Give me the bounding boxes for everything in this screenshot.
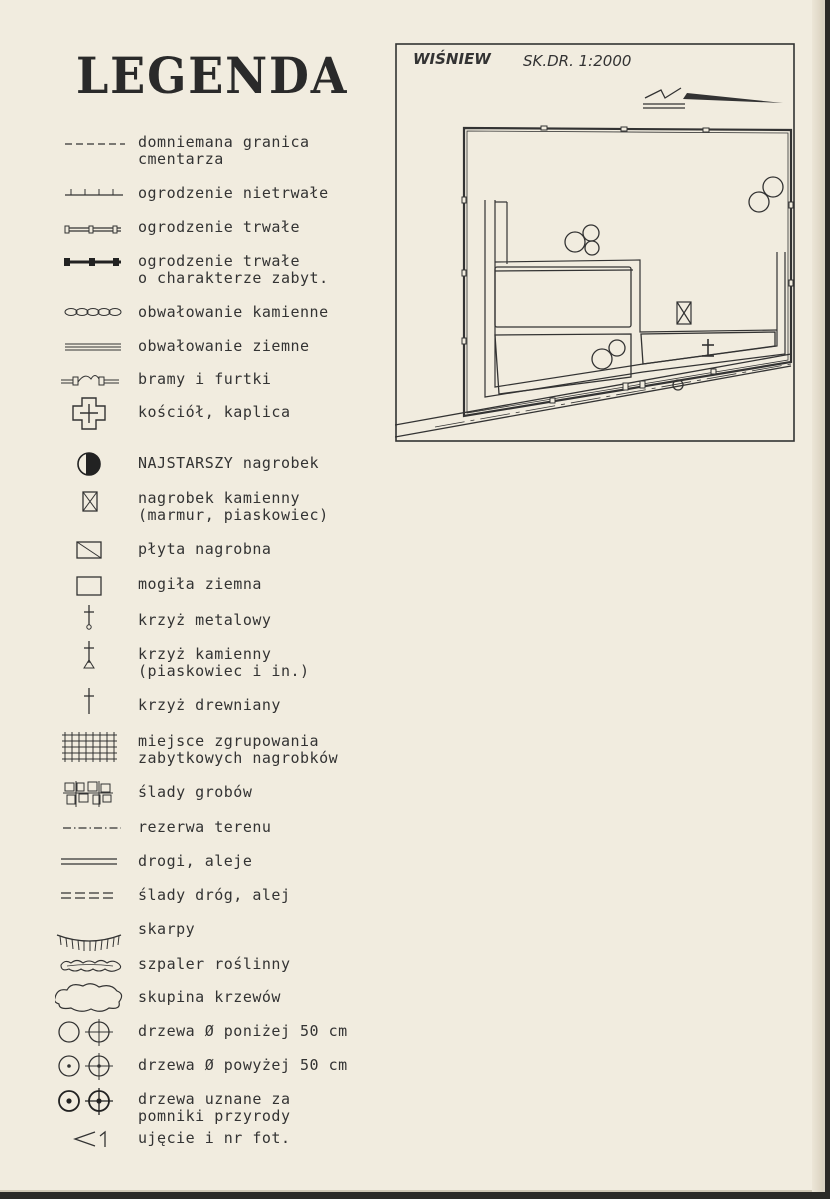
dashed-line-icon [65, 143, 125, 145]
grid-icon [62, 732, 117, 762]
legend-label: rezerwa terenu [138, 818, 272, 836]
large-tree-icon [58, 1053, 113, 1080]
legend-label: krzyż metalowy [138, 611, 272, 629]
legend-label: szpaler roślinny [138, 955, 291, 973]
half-filled-circle-icon [77, 452, 101, 476]
escarpment-icon [56, 934, 122, 952]
legend-label: płyta nagrobna [138, 540, 272, 558]
gate-icon [61, 375, 119, 386]
tick-line-icon [65, 189, 123, 196]
dash-dot-line-icon [63, 827, 121, 829]
hedge-icon [60, 959, 122, 972]
legend-label: mogiła ziemna [138, 575, 262, 593]
legend-label: drzewa uznane za pomniki przyrody [138, 1090, 291, 1125]
map-drawing [395, 43, 795, 442]
legend-label: krzyż kamienny (piaskowiec i in.) [138, 645, 310, 680]
north-arrow-icon [643, 87, 783, 109]
legend-label: nagrobek kamienny (marmur, piaskowiec) [138, 489, 329, 524]
crossed-rectangle-icon [82, 491, 98, 512]
legend-label: drzewa Ø poniżej 50 cm [138, 1022, 348, 1040]
chain-line-icon [64, 308, 122, 316]
post-line-icon [64, 225, 121, 234]
legend-label: ogrodzenie nietrwałe [138, 184, 329, 202]
legend-label: ślady grobów [138, 783, 253, 801]
stone-cross-icon [83, 641, 95, 669]
church-cross-icon [72, 397, 106, 430]
legend-label: drogi, aleje [138, 852, 253, 870]
monument-tree-icon [58, 1088, 113, 1115]
legend-label: miejsce zgrupowania zabytkowych nagrobkó… [138, 732, 339, 767]
double-line-icon [65, 343, 121, 351]
legend-label: NAJSTARSZY nagrobek [138, 454, 320, 472]
heavy-post-line-icon [64, 258, 121, 266]
road-traces-icon [61, 892, 117, 899]
legend-label: kościół, kaplica [138, 403, 291, 421]
legend-label: ślady dróg, alej [138, 886, 291, 904]
legend-label: drzewa Ø powyżej 50 cm [138, 1056, 348, 1074]
photo-angle-icon [73, 1130, 106, 1147]
legend-label: skupina krzewów [138, 988, 281, 1006]
road-icon [61, 858, 117, 865]
diagonal-square-icon [76, 541, 102, 559]
legend-label: obwałowanie kamienne [138, 303, 329, 321]
legend-label: skarpy [138, 920, 196, 938]
legend-label: bramy i furtki [138, 370, 272, 388]
metal-cross-icon [84, 605, 94, 630]
map-scale: SK.DR. 1:2000 [523, 52, 632, 70]
grave-traces-icon [63, 781, 113, 807]
legend-label: ujęcie i nr fot. [138, 1129, 291, 1147]
legend-title: LEGENDA [76, 46, 349, 105]
legend-label: domniemana granica cmentarza [138, 133, 310, 168]
shrub-cluster-icon [55, 983, 123, 1012]
small-tree-icon [58, 1019, 113, 1046]
square-icon [76, 576, 102, 596]
cemetery-map: WIŚNIEW SK.DR. 1:2000 [395, 42, 795, 442]
legend-label: ogrodzenie trwałe o charakterze zabyt. [138, 252, 329, 287]
map-place-name: WIŚNIEW [413, 50, 491, 68]
wooden-cross-icon [84, 688, 94, 714]
legend-label: ogrodzenie trwałe [138, 218, 301, 236]
legend-label: obwałowanie ziemne [138, 337, 310, 355]
legend-label: krzyż drewniany [138, 696, 281, 714]
